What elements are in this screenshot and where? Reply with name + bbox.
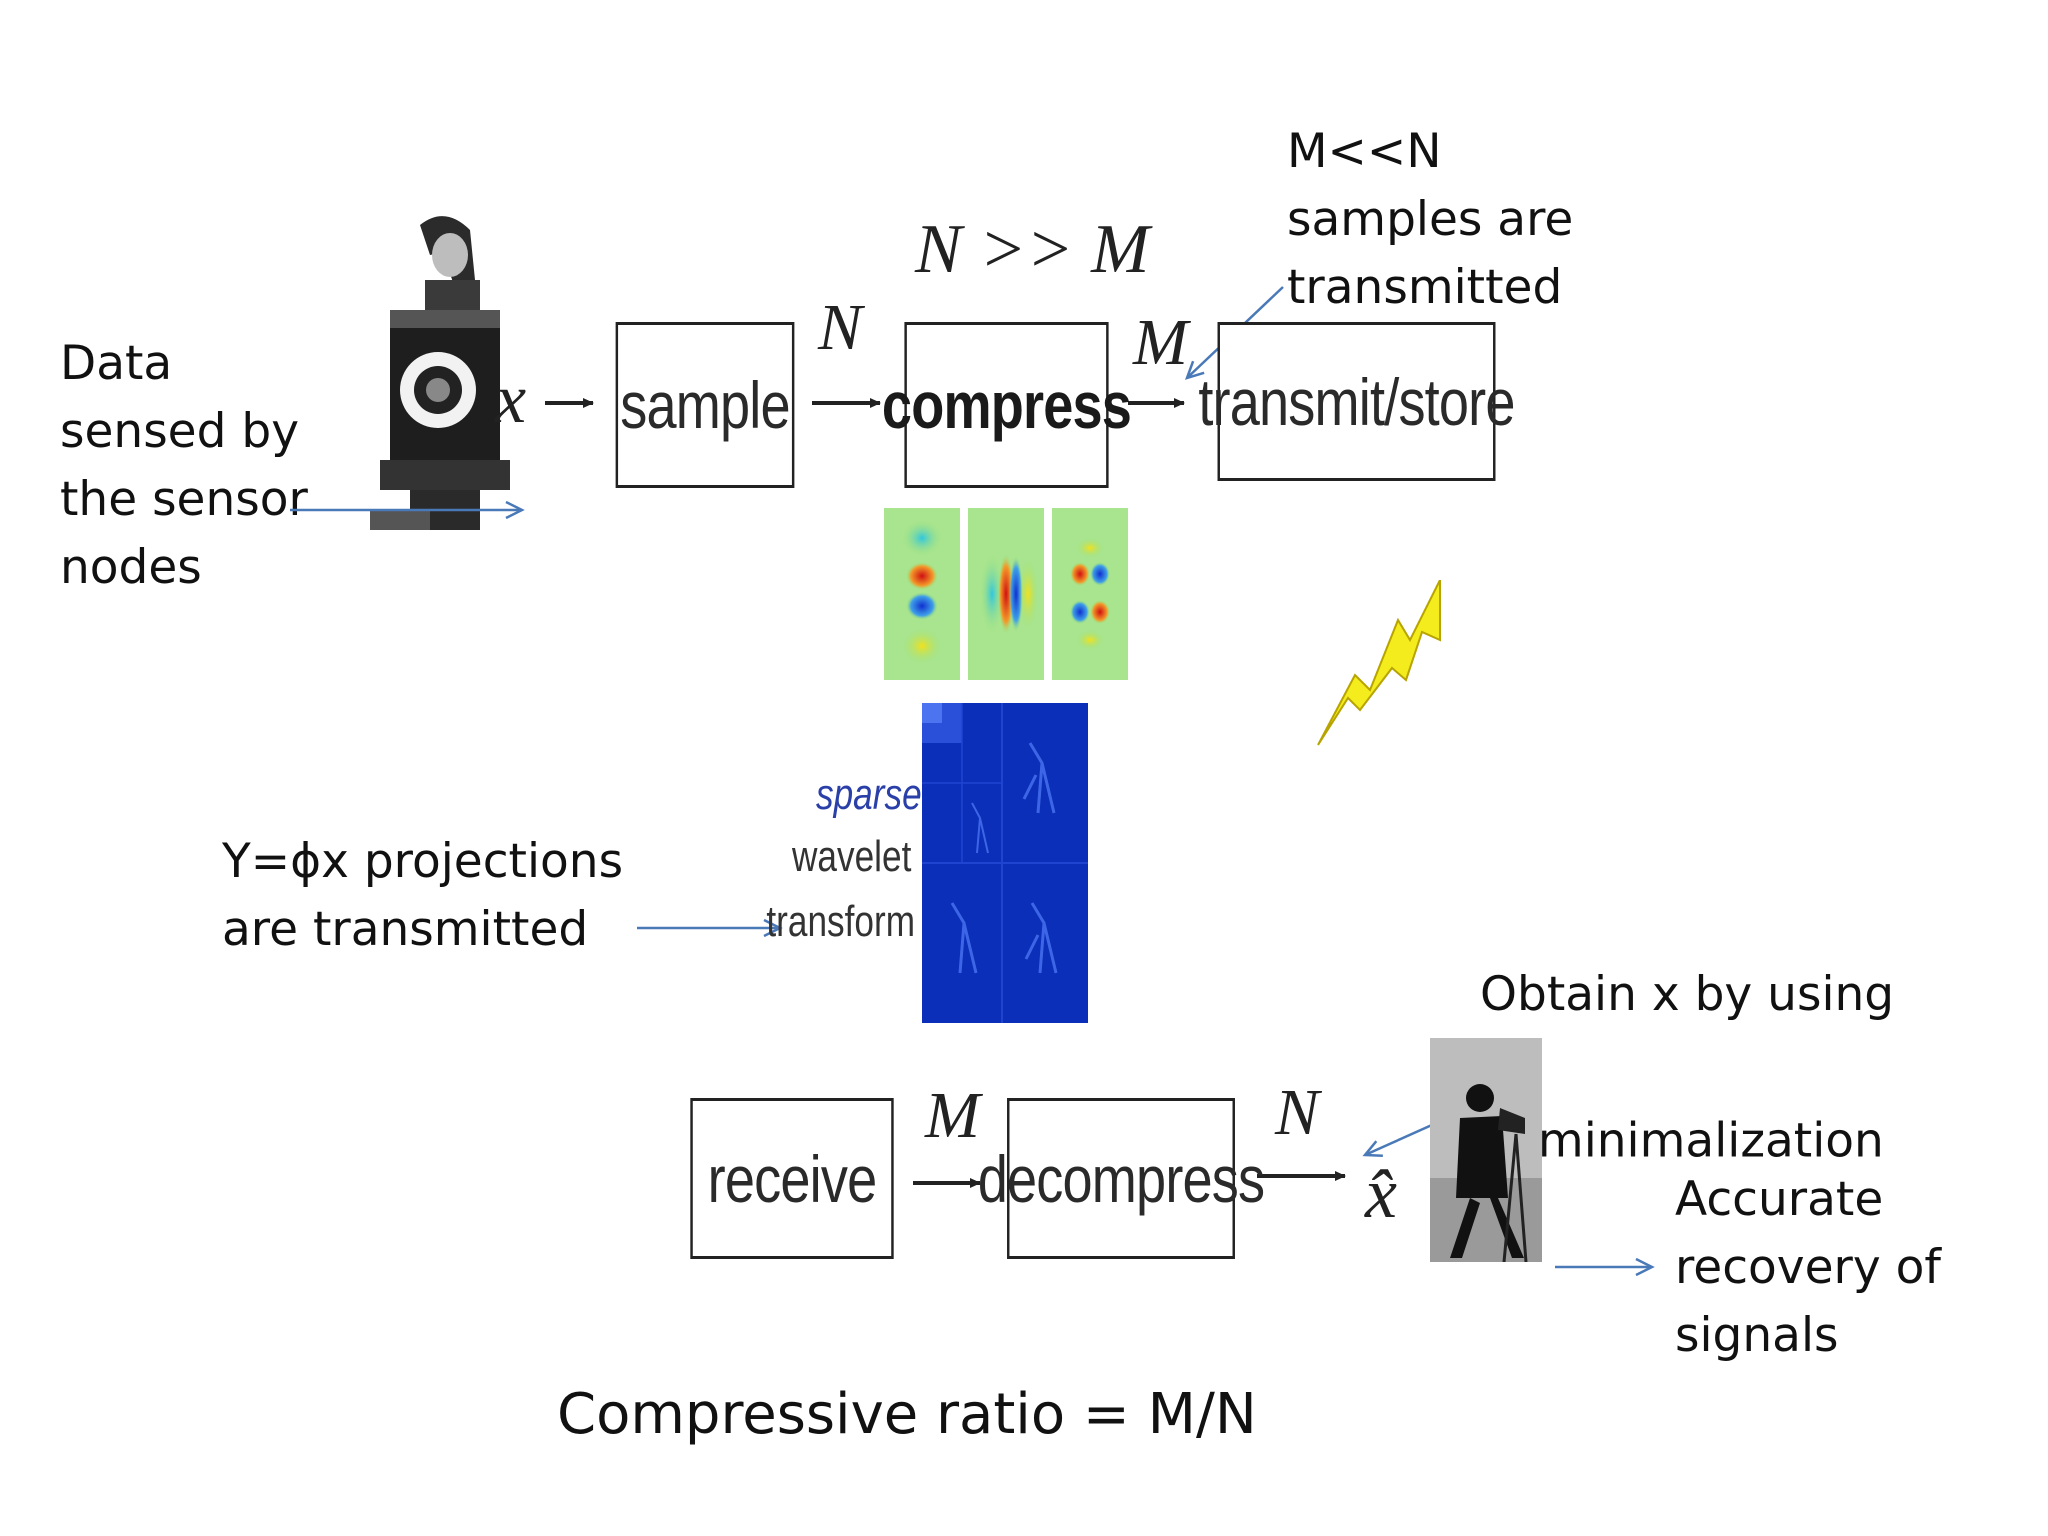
signal-x-label: x	[495, 361, 527, 438]
transform-label: transform	[766, 897, 916, 946]
receive-block: receive	[690, 1098, 894, 1259]
sample-block: sample	[615, 322, 795, 488]
wavelet-label: wavelet	[792, 832, 912, 881]
n-label-top: N	[818, 291, 863, 364]
sensor-data-annotation: Data sensed by the sensor nodes	[60, 336, 308, 595]
obtain-x-annotation: Obtain x by using l-1 minimalization	[1480, 893, 1894, 1176]
sparse-label: sparse	[816, 770, 922, 819]
compress-block: compress	[882, 322, 1132, 488]
m-label-top: M	[1133, 306, 1188, 379]
wavelet-basis-images	[884, 508, 1128, 680]
m-less-n-annotation: M<<N samples are transmitted	[1287, 124, 1574, 315]
accurate-recovery-annotation: Accurate recovery of signals	[1675, 1172, 1941, 1363]
camera-image	[350, 210, 520, 570]
obtain-x-line1: Obtain x by using	[1480, 967, 1895, 1022]
n-label-bottom: N	[1275, 1076, 1320, 1149]
m-label-bottom: M	[925, 1079, 980, 1152]
wavelet-transform-image	[922, 703, 1088, 1023]
projections-annotation: Y=ϕx projections are transmitted	[222, 834, 624, 957]
transmit-store-block: transmit/store	[1198, 322, 1515, 481]
minimalization-text: minimalization	[1522, 1113, 1884, 1169]
x-hat-label: x̂	[1365, 1153, 1397, 1233]
n-much-greater-m-label: N >> M	[915, 211, 1150, 288]
cameraman-image	[1430, 1038, 1542, 1262]
compressive-ratio-caption: Compressive ratio = M/N	[557, 1382, 1257, 1447]
lightning-icon	[1317, 580, 1441, 746]
decompress-block: decompress	[978, 1098, 1265, 1259]
